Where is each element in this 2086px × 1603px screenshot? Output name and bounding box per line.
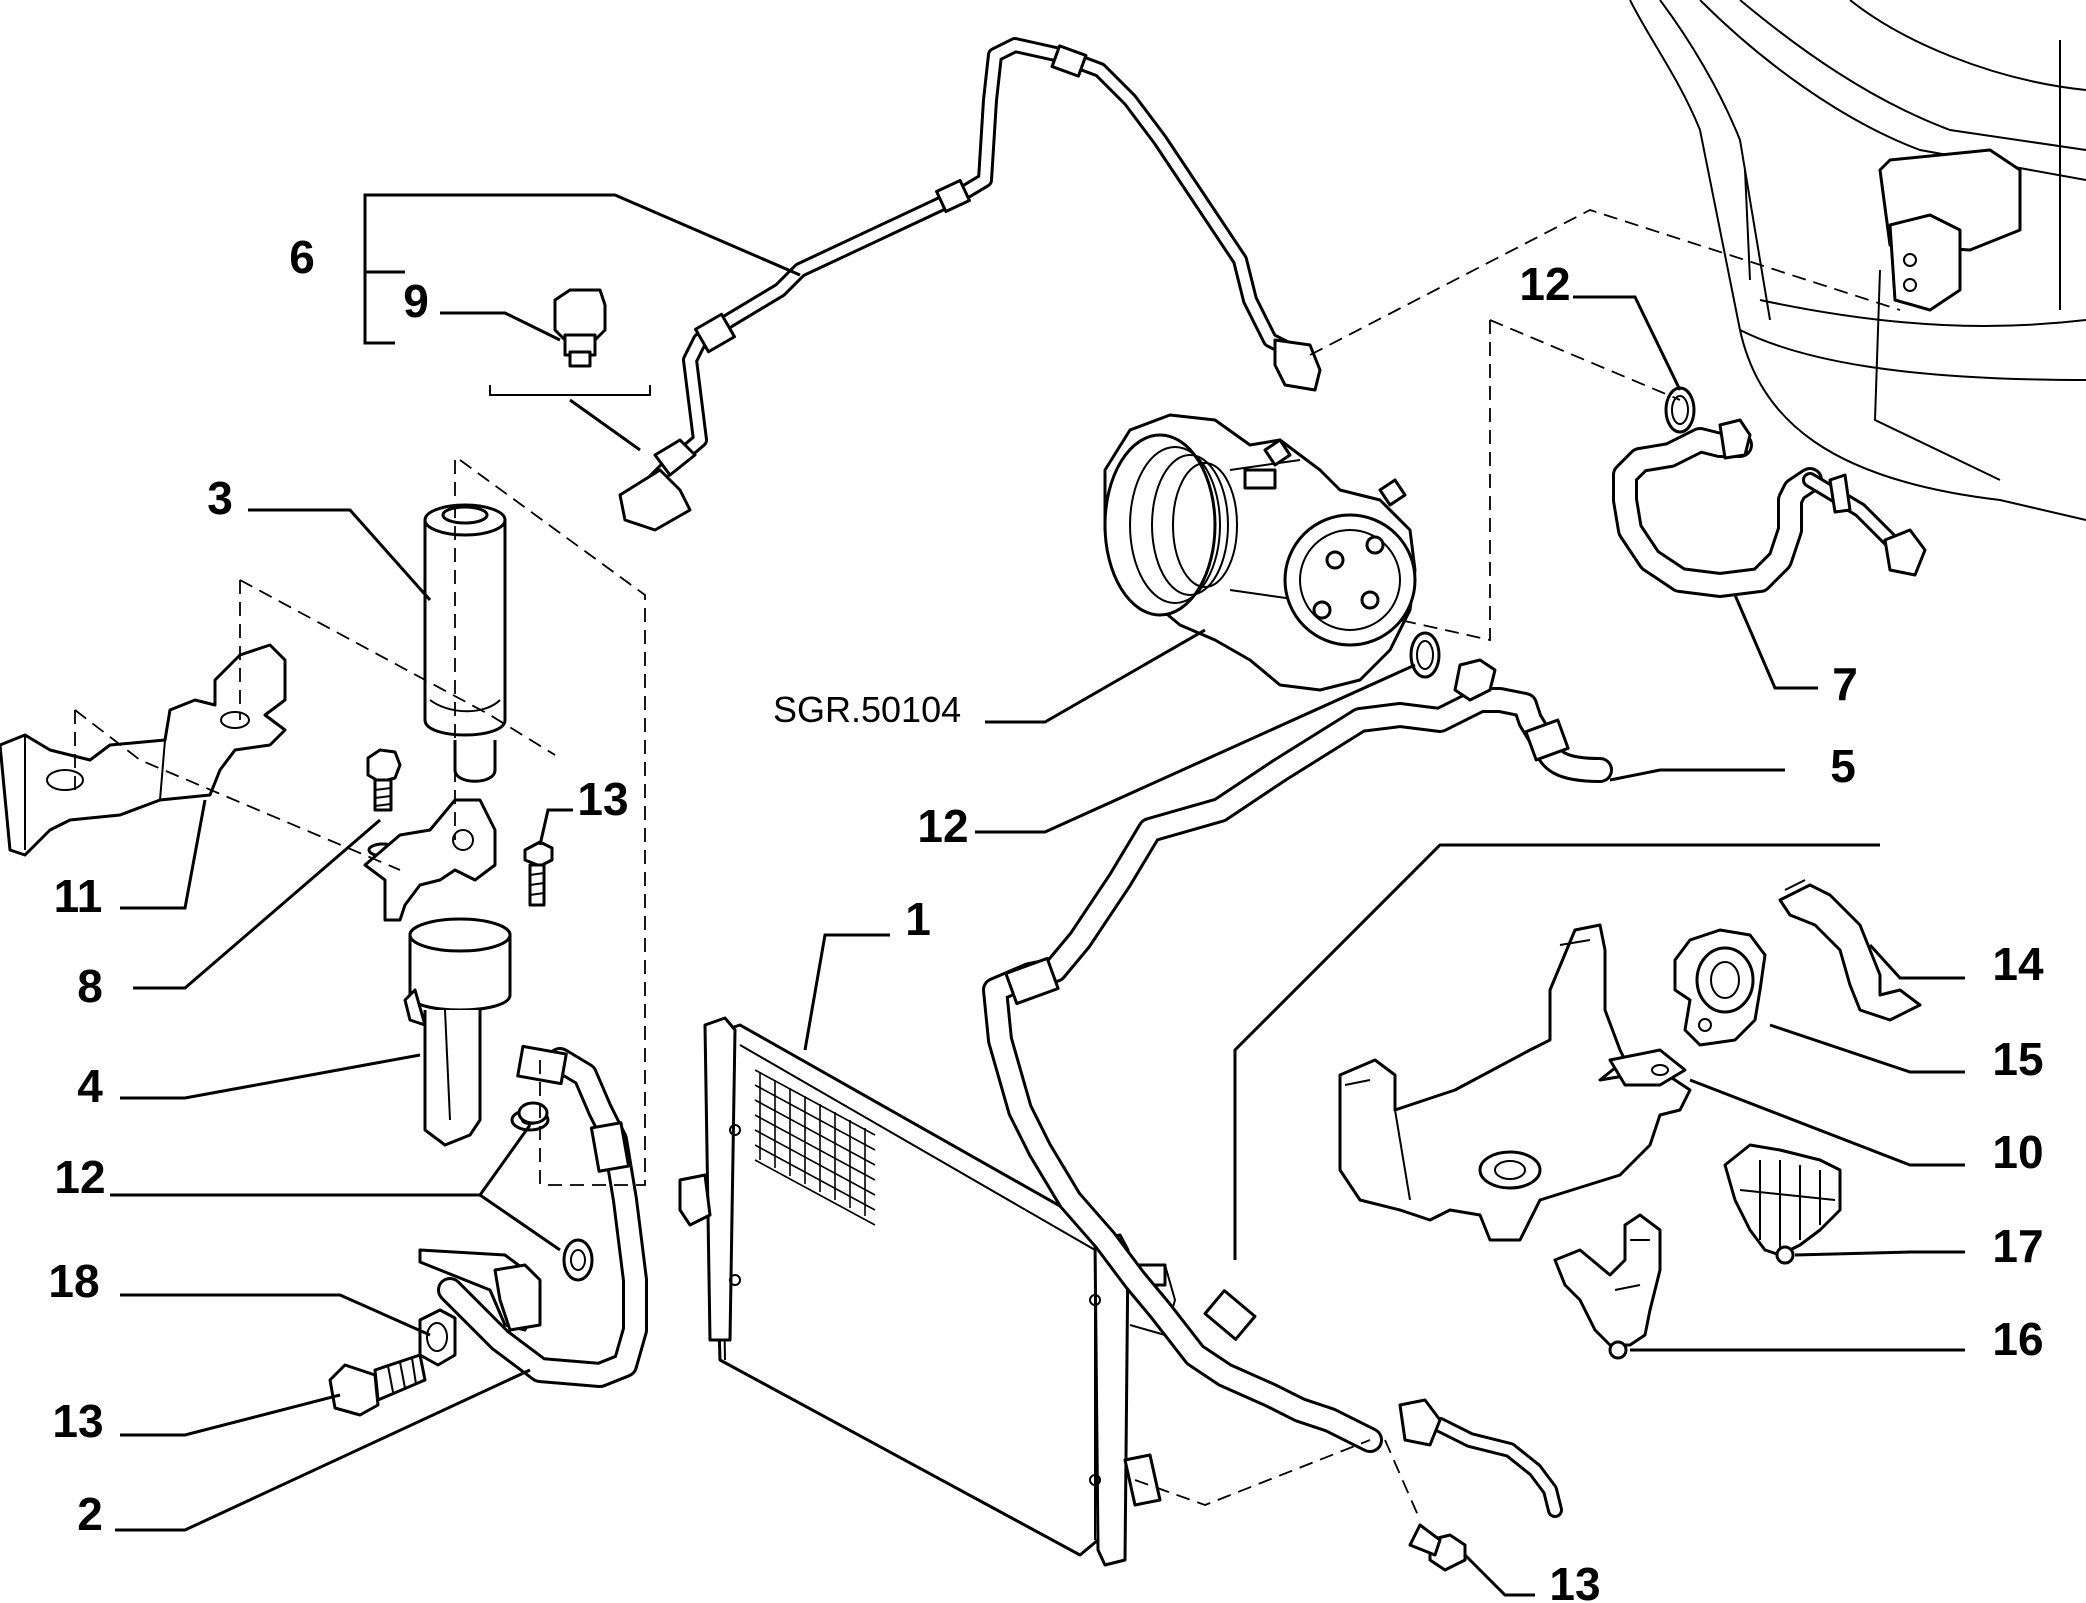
- part-17-clip: [1723, 1143, 1842, 1265]
- callout-6: 6: [289, 231, 315, 283]
- part-13-bolt-upper: [523, 840, 554, 907]
- callout-18: 18: [48, 1255, 99, 1307]
- part-9-pressure-switch: [489, 288, 651, 452]
- part-15-grommet: [1673, 928, 1767, 1047]
- callout-10: 10: [1992, 1126, 2043, 1178]
- callout-11: 11: [54, 870, 103, 922]
- part-5-pipe: [982, 658, 1613, 1518]
- callout-12-left: 12: [54, 1151, 105, 1203]
- callout-15: 15: [1992, 1033, 2043, 1085]
- callout-16: 16: [1992, 1313, 2043, 1365]
- callout-3: 3: [207, 472, 233, 524]
- part-18-nut: [418, 1308, 457, 1367]
- part-3-receiver-drier: [423, 503, 507, 783]
- part-11-bracket: [0, 643, 287, 857]
- callout-17: 17: [1992, 1220, 2043, 1272]
- callout-9: 9: [403, 275, 429, 327]
- part-13-bolt-lower-middle: [1408, 1523, 1467, 1572]
- alignment-dashed-lines: [74, 209, 1901, 1521]
- callout-13-left: 13: [52, 1395, 103, 1447]
- callout-13-bottom: 13: [1549, 1558, 1600, 1603]
- leader-lines: [110, 193, 1965, 1597]
- part-14-clamp: [1778, 879, 1922, 1022]
- callout-12-top-right: 12: [1519, 258, 1570, 310]
- part-13-bolt-lower-left: [328, 1353, 427, 1417]
- part-8-bolt: [366, 748, 402, 858]
- callout-labels: 6 9 3 11 8 4 12 18 13 2 13 1 12 5 12 7 1…: [48, 231, 2044, 1603]
- reference-code: SGR.50104: [773, 689, 961, 730]
- callout-4: 4: [77, 1060, 103, 1112]
- callout-8: 8: [77, 960, 103, 1012]
- callout-7: 7: [1832, 658, 1858, 710]
- part-4-bracket: [363, 798, 512, 1147]
- callout-14: 14: [1992, 938, 2044, 990]
- callout-2: 2: [77, 1488, 103, 1540]
- callout-5: 5: [1830, 740, 1856, 792]
- part-6-upper-pipe: [618, 37, 1322, 532]
- part-7-pipe: [1612, 418, 1927, 598]
- part-16-clip: [1553, 1213, 1662, 1360]
- callout-12-mid: 12: [917, 800, 968, 852]
- compressor: [1103, 413, 1417, 692]
- part-10-bracket: [1338, 923, 1692, 1242]
- condenser-fin-grid: [754, 1069, 876, 1226]
- vehicle-body-outline: [1629, 0, 2086, 521]
- part-1-condenser: [678, 1016, 1177, 1567]
- callout-1: 1: [905, 893, 931, 945]
- callout-13-top: 13: [577, 773, 628, 825]
